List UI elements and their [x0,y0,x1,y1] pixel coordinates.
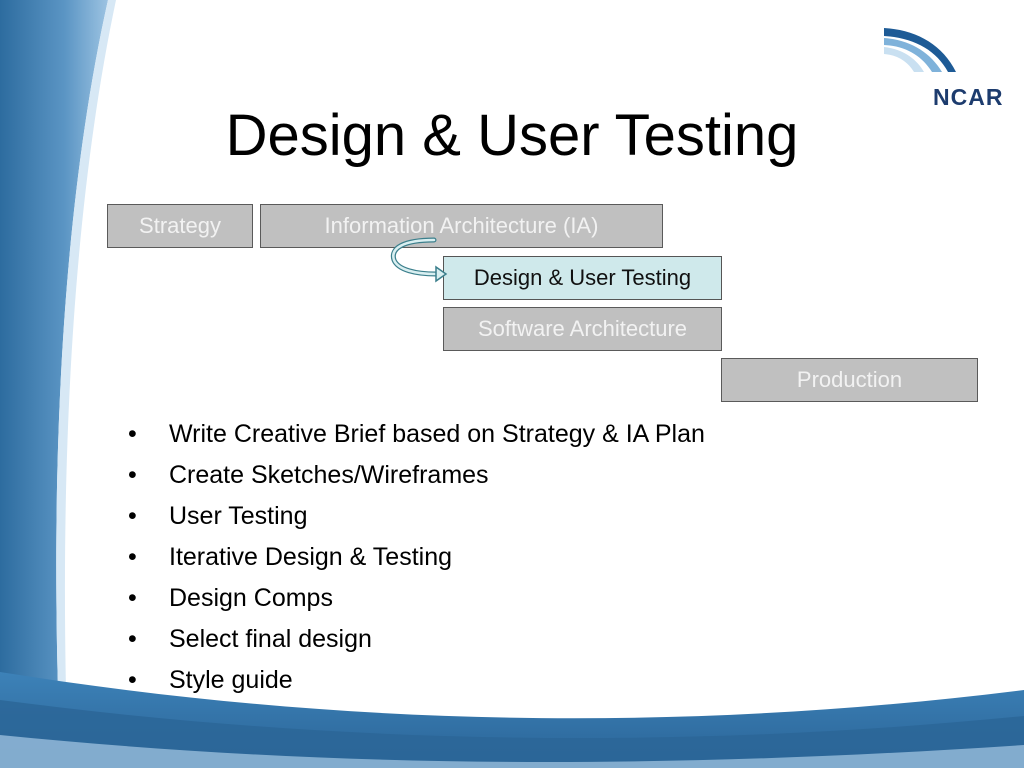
list-item: • Iterative Design & Testing [128,537,705,578]
curved-arrow-icon [390,237,448,283]
bullet-text: Select final design [169,625,372,653]
list-item: • User Testing [128,496,705,537]
process-step-production: Production [721,358,978,402]
process-step-information-architecture: Information Architecture (IA) [260,204,663,248]
bullet-marker: • [128,502,137,530]
left-swoosh [0,0,108,690]
bullet-text: Iterative Design & Testing [169,543,453,571]
list-item: • Style guide [128,660,705,701]
list-item: • Design Comps [128,578,705,619]
bullet-text: Create Sketches/Wireframes [169,461,489,489]
slide-title: Design & User Testing [225,103,799,168]
bullet-text: Design Comps [169,584,333,612]
bullet-marker: • [128,420,137,448]
logo-text: NCAR [933,84,1004,110]
bullet-marker: • [128,543,137,571]
bullet-marker: • [128,666,137,694]
list-item: • Create Sketches/Wireframes [128,455,705,496]
left-swoosh-highlight [56,0,116,690]
process-step-software-architecture: Software Architecture [443,307,722,351]
process-step-design-user-testing: Design & User Testing [443,256,722,300]
bottom-swoosh-light [0,735,1024,768]
bullet-marker: • [128,584,137,612]
list-item: • Write Creative Brief based on Strategy … [128,414,705,455]
logo-mark-icon [884,28,956,72]
bullet-text: Write Creative Brief based on Strategy &… [169,420,705,448]
bullet-text: User Testing [169,502,308,530]
bullet-text: Style guide [169,666,293,694]
bullet-marker: • [128,461,137,489]
ncar-logo: NCAR [876,24,1006,114]
bullet-list: • Write Creative Brief based on Strategy … [128,414,705,701]
process-step-strategy: Strategy [107,204,253,248]
bottom-swoosh-highlight [0,700,1024,768]
list-item: • Select final design [128,619,705,660]
bullet-marker: • [128,625,137,653]
